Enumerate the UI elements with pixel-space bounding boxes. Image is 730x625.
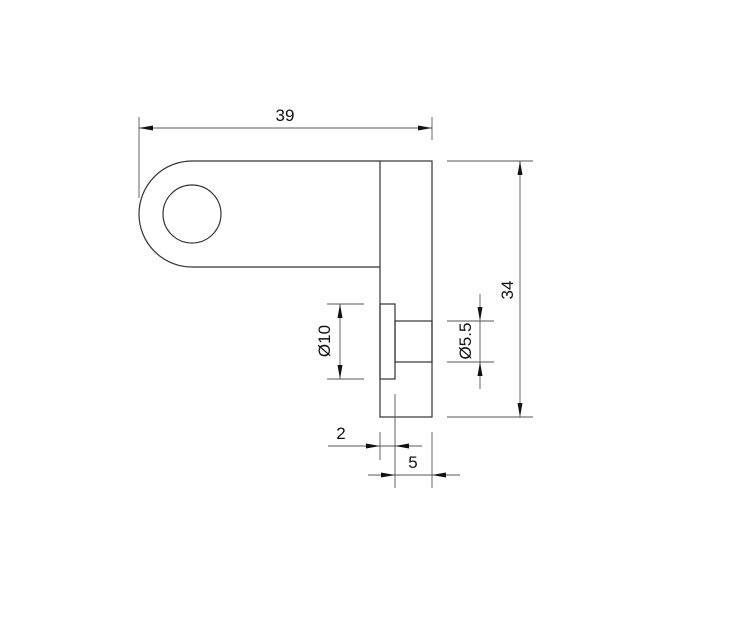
dimension-flange-diameter: Ø10	[315, 303, 364, 380]
dimension-label-d5-5: Ø5.5	[456, 323, 475, 360]
mounting-hole	[162, 184, 222, 244]
dimension-label-34: 34	[498, 281, 517, 300]
dimension-label-d10: Ø10	[315, 325, 334, 357]
dimension-pin-length: 5	[368, 432, 460, 488]
dimension-flange-thickness: 2	[328, 394, 422, 488]
dimension-overall-height: 34	[447, 160, 533, 418]
flange	[379, 303, 396, 380]
dimension-label-39: 39	[276, 106, 295, 125]
pin	[394, 320, 433, 363]
dimension-label-5: 5	[408, 453, 417, 472]
body-block	[379, 160, 433, 418]
dimension-label-2: 2	[336, 424, 345, 443]
arm-outline	[138, 160, 380, 268]
dimension-overall-length: 39	[138, 106, 433, 198]
dimension-pin-diameter: Ø5.5	[447, 294, 494, 389]
part-geometry	[138, 160, 433, 418]
